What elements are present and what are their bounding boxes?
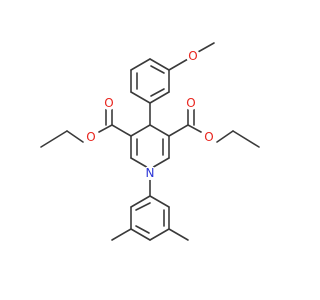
ester-left-carbonyl-oxygen-atom: O xyxy=(102,96,116,110)
ring-nitrogen-atom: N xyxy=(143,166,157,180)
atom-label: O xyxy=(86,130,95,144)
ester-right-ether-oxygen-atom: O xyxy=(202,130,216,144)
atom-label-background xyxy=(143,166,157,180)
bond xyxy=(130,195,151,208)
bond xyxy=(149,228,170,241)
atom-label: O xyxy=(188,49,197,63)
ester-right-carbonyl-oxygen-atom: O xyxy=(184,96,198,110)
atom-label: O xyxy=(204,130,213,144)
bond xyxy=(150,88,165,97)
bond xyxy=(40,130,68,148)
atom-label-background xyxy=(102,96,116,110)
atom-label-background xyxy=(202,130,216,144)
methoxy-oxygen-atom: O xyxy=(186,49,200,63)
bond xyxy=(149,91,170,104)
bond xyxy=(168,58,189,71)
atom-label-background xyxy=(186,49,200,63)
bond xyxy=(135,202,151,211)
bond xyxy=(149,195,170,208)
bond xyxy=(111,228,132,241)
bond xyxy=(149,58,170,71)
bond xyxy=(187,124,202,133)
bond xyxy=(150,65,165,74)
bond xyxy=(98,124,113,133)
bond xyxy=(232,130,260,148)
atom-label: O xyxy=(186,96,195,110)
bond xyxy=(130,58,151,71)
bond xyxy=(130,91,151,104)
atom-label-layer: O O O O O N xyxy=(84,49,216,180)
atom-label: N xyxy=(146,166,155,180)
bond-layer xyxy=(40,42,260,241)
atom-label-background xyxy=(184,96,198,110)
bond xyxy=(216,130,234,143)
structure-svg: O O O O O N xyxy=(40,42,260,241)
atom-label-background xyxy=(84,130,98,144)
atom-label: O xyxy=(104,96,113,110)
bond xyxy=(66,130,84,143)
bond xyxy=(149,124,170,137)
molecule-structure-diagram: O O O O O N xyxy=(40,42,260,241)
bond xyxy=(111,124,132,137)
bond xyxy=(197,42,215,53)
bond xyxy=(168,228,189,241)
ester-left-ether-oxygen-atom: O xyxy=(84,130,98,144)
bond xyxy=(130,228,151,241)
bond xyxy=(130,124,151,137)
bond xyxy=(168,124,189,137)
bond xyxy=(135,225,150,234)
